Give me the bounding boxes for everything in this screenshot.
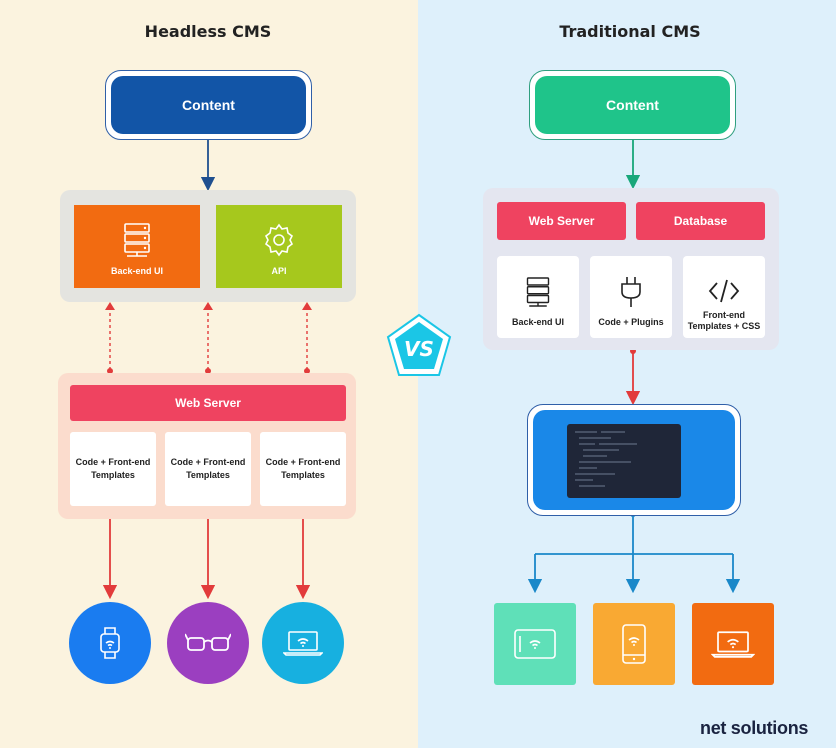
device-phone <box>593 603 675 685</box>
laptop-icon <box>711 631 755 658</box>
code-plugins-label: Code + Plugins <box>598 317 664 327</box>
code-editor-screen <box>567 424 681 498</box>
vs-badge: VS <box>386 313 452 376</box>
frontend-templates-card: Front-end Templates + CSS <box>683 256 765 338</box>
traditional-backend-card: Back-end UI <box>497 256 579 338</box>
template-card-3: Code + Front-end Templates <box>260 432 346 506</box>
traditional-content-frame: Content <box>529 70 736 140</box>
smartwatch-icon <box>100 627 120 659</box>
code-plugins-card: Code + Plugins <box>590 256 672 338</box>
server-icon <box>124 223 150 257</box>
headless-content-frame: Content <box>105 70 312 140</box>
plug-icon <box>621 277 641 307</box>
template-card-1: Code + Front-end Templates <box>70 432 156 506</box>
traditional-backend-label: Back-end UI <box>511 317 564 327</box>
headless-content-box: Content <box>111 76 306 134</box>
website-screen <box>533 410 735 510</box>
headless-web-server: Web Server <box>70 385 346 421</box>
backend-ui-card: Back-end UI <box>74 205 200 288</box>
device-smart-glasses <box>167 602 249 684</box>
traditional-web-server: Web Server <box>497 202 626 240</box>
code-lines <box>575 431 637 487</box>
headless-title: Headless CMS <box>144 22 272 41</box>
phone-icon <box>622 624 646 664</box>
gear-icon <box>264 223 294 257</box>
template-card-2: Code + Front-end Templates <box>165 432 251 506</box>
device-laptop-right <box>692 603 774 685</box>
brand-logo: net solutions <box>700 718 809 738</box>
code-icon <box>708 279 740 303</box>
traditional-database: Database <box>636 202 765 240</box>
device-tablet <box>494 603 576 685</box>
vs-label: VS <box>404 337 434 361</box>
traditional-content-box: Content <box>535 76 730 134</box>
laptop-icon <box>283 631 323 656</box>
smart-glasses-icon <box>185 633 231 651</box>
api-card: API <box>216 205 342 288</box>
website-frame <box>527 404 741 516</box>
api-label: API <box>271 266 287 276</box>
traditional-title: Traditional CMS <box>559 22 701 41</box>
tablet-icon <box>514 629 556 659</box>
frontend-templates-label: Front-end Templates + CSS <box>687 310 761 331</box>
device-laptop-left <box>262 602 344 684</box>
server-icon <box>526 277 550 307</box>
device-smartwatch <box>69 602 151 684</box>
backend-ui-label: Back-end UI <box>110 266 163 276</box>
